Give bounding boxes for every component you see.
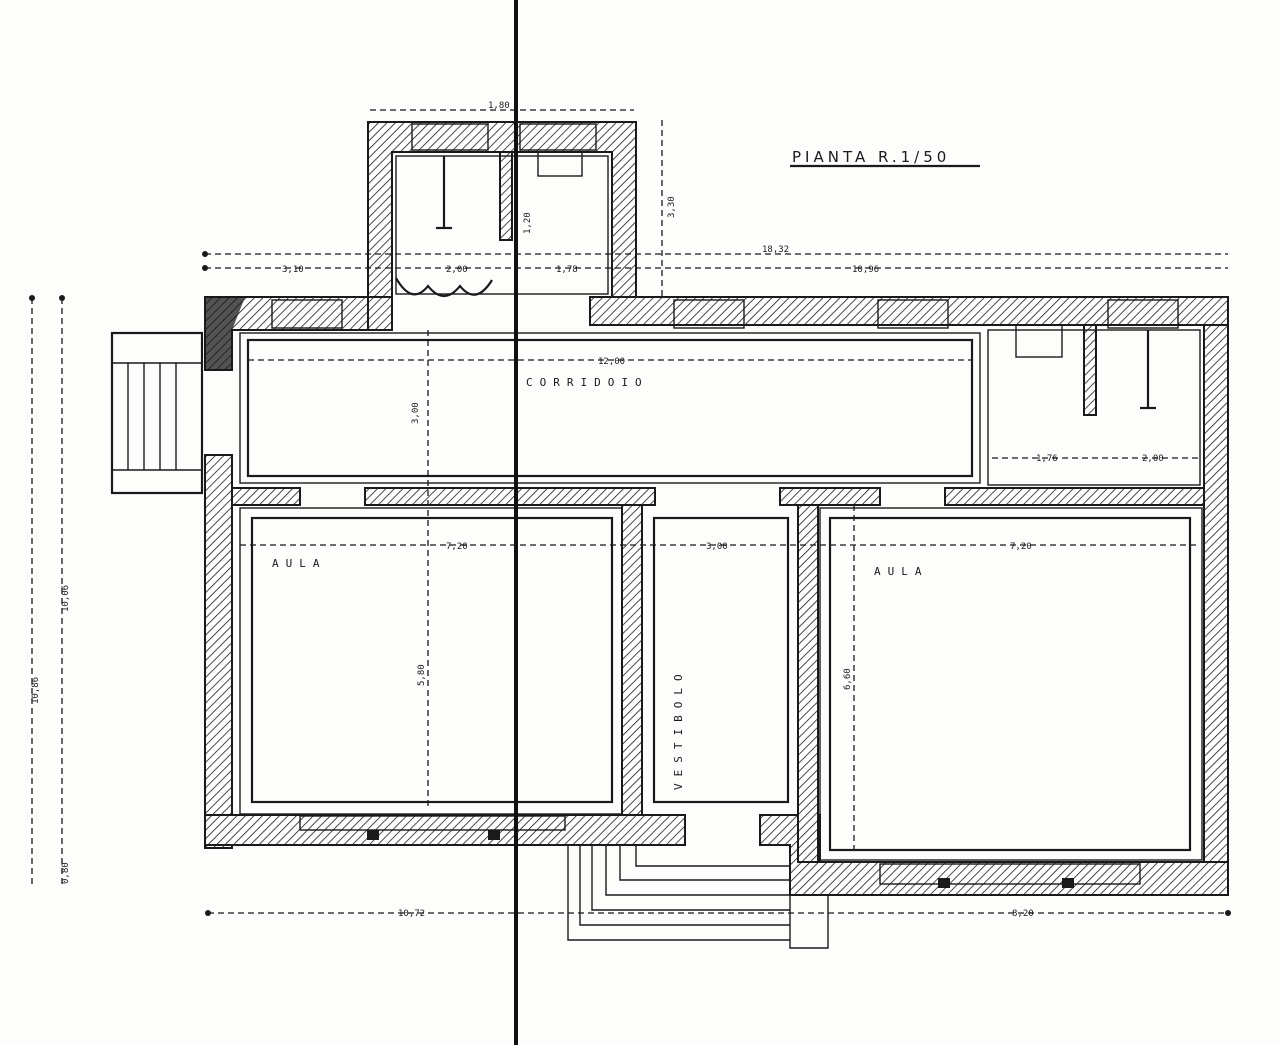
dim-toilet-b: 1,78 <box>556 265 578 275</box>
dimension-lines <box>29 109 1231 916</box>
dim-inner-depth: 10,06 <box>61 585 71 612</box>
dimension-labels: 18,32 3,10 2,00 1,78 10,96 1,80 3,30 1,2… <box>31 101 1164 919</box>
dim-total-depth: 10,86 <box>31 677 41 704</box>
dim-corridor-width: 3,00 <box>411 402 421 424</box>
dim-wc-b: 2,00 <box>1142 454 1164 464</box>
aula-left-outline <box>250 516 614 804</box>
dim-bottom-right: 8,20 <box>1012 909 1034 919</box>
dim-corridor-length: 12,00 <box>598 357 625 367</box>
room-label-vestibolo: VESTIBOLO <box>672 667 685 790</box>
exterior-walls <box>204 121 1229 896</box>
room-label-corridoio: CORRIDOIO <box>526 376 649 389</box>
dim-annex-width: 1,80 <box>488 101 510 111</box>
wc-outline <box>987 329 1201 486</box>
dim-overall-width: 18,32 <box>762 245 789 255</box>
front-steps <box>567 845 829 949</box>
toilet-fixtures <box>395 151 1156 410</box>
room-outlines <box>239 155 1203 861</box>
dim-toilet-a: 2,00 <box>446 265 468 275</box>
dim-step: 0,80 <box>61 862 71 884</box>
dim-right-segment: 10,96 <box>852 265 879 275</box>
room-label-aula-right: AULA <box>874 565 929 578</box>
interior-walls <box>231 151 1205 863</box>
annex-outline <box>395 155 609 295</box>
room-label-aula-left: AULA <box>272 557 327 570</box>
entrance-stairs <box>110 331 204 495</box>
dim-aula-right-depth: 6,60 <box>843 668 853 690</box>
dim-vestibule-width: 3,00 <box>706 542 728 552</box>
dim-wc-a: 1,76 <box>1036 454 1058 464</box>
dim-aula-left-depth: 5,80 <box>417 664 427 686</box>
vestibolo-outline <box>652 516 790 804</box>
dim-aula-left-width: 7,20 <box>446 542 468 552</box>
dim-bottom-left: 10,72 <box>398 909 425 919</box>
corridor-outline <box>246 338 974 478</box>
windows <box>271 123 1179 888</box>
dim-aula-right-width: 7,20 <box>1010 542 1032 552</box>
plan-title: PIANTA R.1/50 <box>792 148 950 166</box>
aula-right-outline <box>828 516 1192 852</box>
dim-left-segment: 3,10 <box>282 265 304 275</box>
dim-annex-depth: 3,30 <box>667 196 677 218</box>
dim-annex-inner: 1,20 <box>523 212 533 234</box>
